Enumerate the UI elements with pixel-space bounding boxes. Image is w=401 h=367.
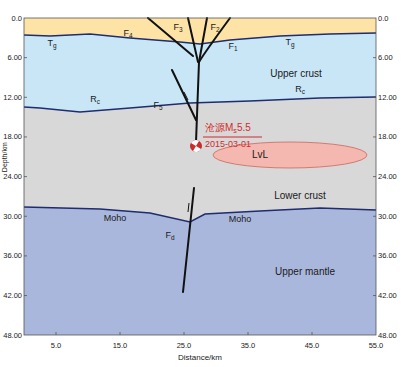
layer-label: Lower crust [274, 190, 326, 202]
distance-tick: 5.0 [51, 341, 61, 350]
depth-tick: 0.0 [378, 14, 388, 23]
beachball-quadrant [191, 140, 201, 152]
tg-interface [24, 33, 376, 44]
fault-fd [183, 188, 194, 292]
left-ticks [24, 58, 27, 296]
upper-crust-layer [24, 18, 376, 112]
depth-tick: 48.00 [3, 331, 22, 340]
distance-tick: 15.0 [113, 341, 128, 350]
rc-interface [24, 97, 376, 112]
layer-label: Upper mantle [275, 266, 335, 278]
lower-crust-layer [24, 18, 376, 222]
slip-mark [184, 92, 188, 100]
fault-f4 [148, 18, 193, 56]
depth-tick: 36.00 [3, 251, 22, 260]
node-label: LvL [252, 149, 268, 161]
depth-tick: 6.00 [378, 53, 393, 62]
fault-label: F5 [153, 100, 162, 111]
fault-label: F4 [123, 28, 132, 39]
depth-tick: 18.00 [3, 132, 22, 141]
fault-f5 [172, 70, 196, 120]
distance-tick: 25.0 [177, 341, 192, 350]
event-date: 2015-03-01 [205, 139, 251, 150]
depth-tick: 12.00 [3, 93, 22, 102]
focal-mechanism [191, 140, 202, 152]
axis-ticks [24, 58, 376, 335]
fault-label: F3 [173, 22, 182, 33]
moho-interface [24, 207, 376, 222]
right-ticks [373, 58, 376, 296]
depth-tick: 12.00 [378, 93, 397, 102]
main-fault [196, 62, 199, 142]
axis-title: Depth/km [1, 142, 9, 172]
interface-label: Rc [90, 94, 100, 105]
interface-label: Tg [285, 37, 294, 48]
depth-tick: 24.00 [378, 172, 397, 181]
fault-label: F2 [210, 22, 219, 33]
beachball [191, 141, 202, 152]
depth-tick: 30.00 [378, 212, 397, 221]
depth-tick: 6.00 [7, 53, 22, 62]
sediment-layer [24, 18, 376, 44]
slip-marks [184, 92, 189, 212]
distance-tick: 55.0 [369, 341, 384, 350]
fault-label: Fd [165, 230, 174, 241]
axis-title: Distance/km [178, 353, 222, 363]
upper-mantle-layer [24, 18, 376, 335]
interface-label: Moho [104, 213, 127, 224]
depth-tick: 18.00 [378, 132, 397, 141]
plot-frame [24, 18, 376, 335]
interface-label: Moho [229, 214, 252, 225]
distance-tick: 45.0 [305, 341, 320, 350]
depth-tick: 42.00 [378, 291, 397, 300]
depth-tick: 36.00 [378, 251, 397, 260]
interface-label: Tg [47, 38, 56, 49]
event-label: 沧源Ms5.5 [205, 122, 251, 135]
slip-mark [188, 203, 189, 212]
bottom-ticks [56, 332, 312, 335]
depth-tick: 48.00 [378, 331, 397, 340]
fault-f1 [199, 18, 230, 62]
layer-label: Upper crust [270, 68, 322, 80]
depth-tick: 0.0 [12, 14, 22, 23]
fault-label: F1 [228, 41, 237, 52]
depth-tick: 30.00 [3, 212, 22, 221]
depth-tick: 42.00 [3, 291, 22, 300]
event-underline [203, 137, 262, 138]
depth-tick: 24.00 [3, 172, 22, 181]
interface-label: Rc [295, 84, 305, 95]
fault-f2 [199, 18, 207, 62]
distance-tick: 35.0 [241, 341, 256, 350]
